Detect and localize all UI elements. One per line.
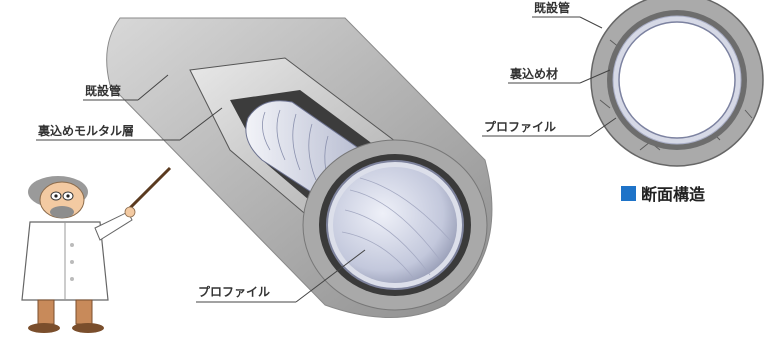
left-label-existing-pipe-text: 既設管 (85, 83, 121, 98)
professor-illustration (22, 168, 170, 333)
section-caption: 断面構造 (621, 185, 706, 204)
right-label-backfill-text: 裏込め材 (509, 66, 558, 81)
right-label-profile: プロファイル (482, 118, 616, 136)
caption-square-icon (621, 186, 636, 201)
section-bore (619, 22, 735, 138)
cross-section-diagram (591, 0, 763, 166)
right-label-existing-pipe: 既設管 (532, 0, 602, 28)
right-label-existing-pipe-text: 既設管 (534, 0, 570, 15)
pipe-bore (333, 167, 457, 283)
caption-text: 断面構造 (641, 185, 706, 204)
left-label-profile-text: プロファイル (198, 284, 270, 299)
left-label-mortar-text: 裏込めモルタル層 (37, 123, 134, 138)
right-label-profile-text: プロファイル (484, 119, 556, 134)
pipe-3d-illustration (107, 18, 492, 318)
